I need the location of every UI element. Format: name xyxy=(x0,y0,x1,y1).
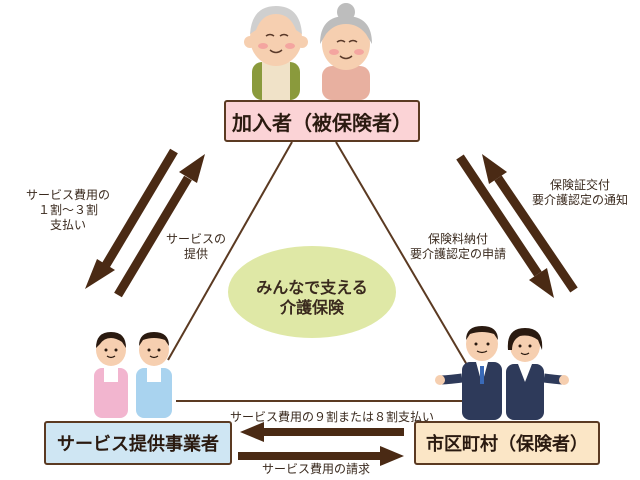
arrow-copay xyxy=(85,148,178,289)
label-copay-line1: サービス費用の xyxy=(25,188,110,202)
center-slogan-line1: みんなで支える xyxy=(256,278,368,297)
label-service: サービスの 提供 xyxy=(164,232,228,262)
center-ellipse xyxy=(228,246,396,338)
elderly-couple-illustration xyxy=(244,3,372,100)
label-premium-line2: 要介護認定の申請 xyxy=(409,247,506,261)
label-premium-line1: 保険料納付 xyxy=(427,232,488,246)
center-slogan: みんなで支える 介護保険 xyxy=(246,278,378,318)
label-payment: サービス費用の９割または８割支払い xyxy=(230,410,435,424)
arrow-service xyxy=(114,154,205,298)
label-service-line1: サービスの xyxy=(165,232,226,246)
center-slogan-line2: 介護保険 xyxy=(279,298,344,317)
provider-box-label: サービス提供事業者 xyxy=(57,434,219,455)
label-copay-line2: １割〜３割 xyxy=(37,203,98,217)
arrow-premium xyxy=(456,154,554,298)
arrow-payment xyxy=(240,422,404,442)
arrow-certificate xyxy=(482,154,578,293)
label-claim: サービス費用の請求 xyxy=(262,462,371,476)
provider-box: サービス提供事業者 xyxy=(44,421,232,465)
member-box-label: 加入者（被保険者） xyxy=(232,110,412,135)
label-certificate-line2: 要介護認定の通知 xyxy=(531,193,628,207)
label-premium: 保険料納付 要介護認定の申請 xyxy=(402,232,514,262)
line-member-city xyxy=(335,141,471,371)
label-copay: サービス費用の １割〜３割 支払い xyxy=(18,188,118,233)
caregivers-illustration xyxy=(94,332,172,418)
arrow-claim xyxy=(238,446,404,466)
label-service-line2: 提供 xyxy=(183,247,208,261)
label-certificate-line1: 保険証交付 xyxy=(549,178,610,192)
label-certificate: 保険証交付 要介護認定の通知 xyxy=(524,178,636,208)
label-copay-line3: 支払い xyxy=(49,218,86,232)
city-box-label: 市区町村（保険者） xyxy=(426,434,588,455)
officials-illustration xyxy=(435,326,569,420)
city-box: 市区町村（保険者） xyxy=(414,421,600,465)
member-box: 加入者（被保険者） xyxy=(224,100,420,142)
line-member-provider xyxy=(167,141,293,361)
